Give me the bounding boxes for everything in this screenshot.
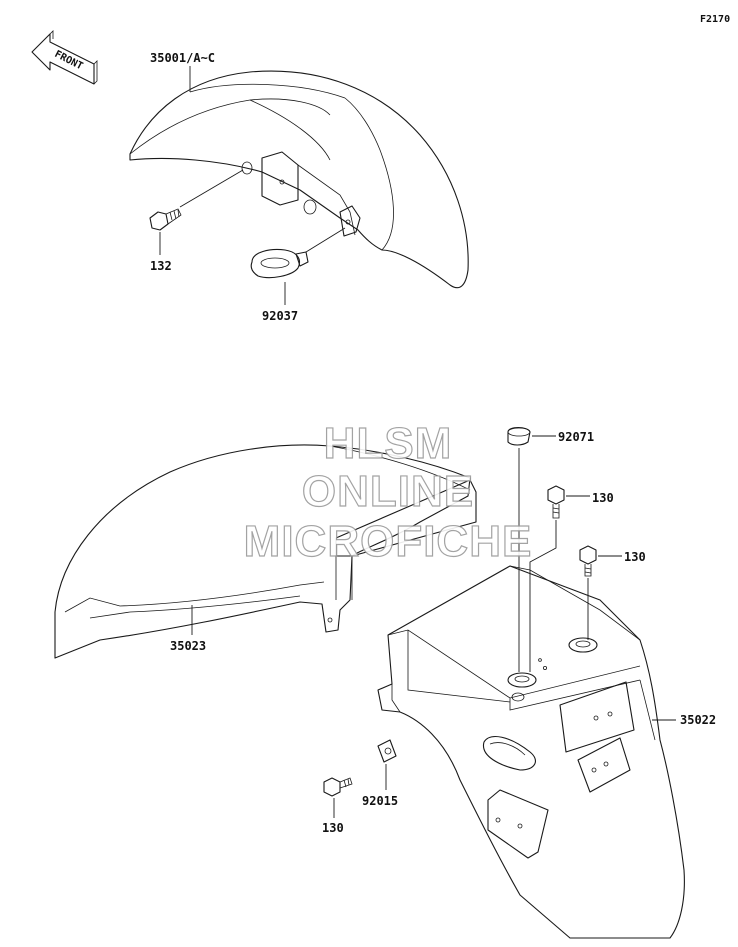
bolt-upper-2 [579,545,597,577]
label-bolt-upper-2: 130 [624,550,646,564]
watermark-line-2: ONLINE [302,467,474,516]
leader-front-nut [305,227,346,253]
label-front-fender: 35001/A~C [150,51,215,65]
watermark-line-1: HLSM [324,419,453,468]
label-bolt-lower: 130 [322,821,344,835]
bolt-upper-1 [547,485,565,519]
label-bolt-upper-1: 130 [592,491,614,505]
bolt-lower [323,777,353,797]
leader-bolt-upper-1 [529,520,557,672]
front-bolt [149,208,182,231]
front-nut [250,248,309,279]
rear-fender [377,565,685,939]
label-front-nut: 92037 [262,309,298,323]
leader-front-bolt [179,169,244,208]
rear-fender-front [54,444,477,659]
label-clip-nut: 92015 [362,794,398,808]
label-rear-fender: 35022 [680,713,716,727]
front-fender [129,70,469,289]
watermark: HLSM ONLINE MICROFICHE [243,418,533,566]
rubber-cap [507,426,531,446]
front-arrow-icon: FRONT [31,30,98,85]
label-front-bolt: 132 [150,259,172,273]
diagram-code: F2170 [700,14,730,25]
watermark-line-3: MICROFICHE [244,517,533,566]
label-cap: 92071 [558,430,594,444]
label-rear-fender-front: 35023 [170,639,206,653]
clip-nut [377,739,397,763]
front-label: FRONT [53,49,85,72]
